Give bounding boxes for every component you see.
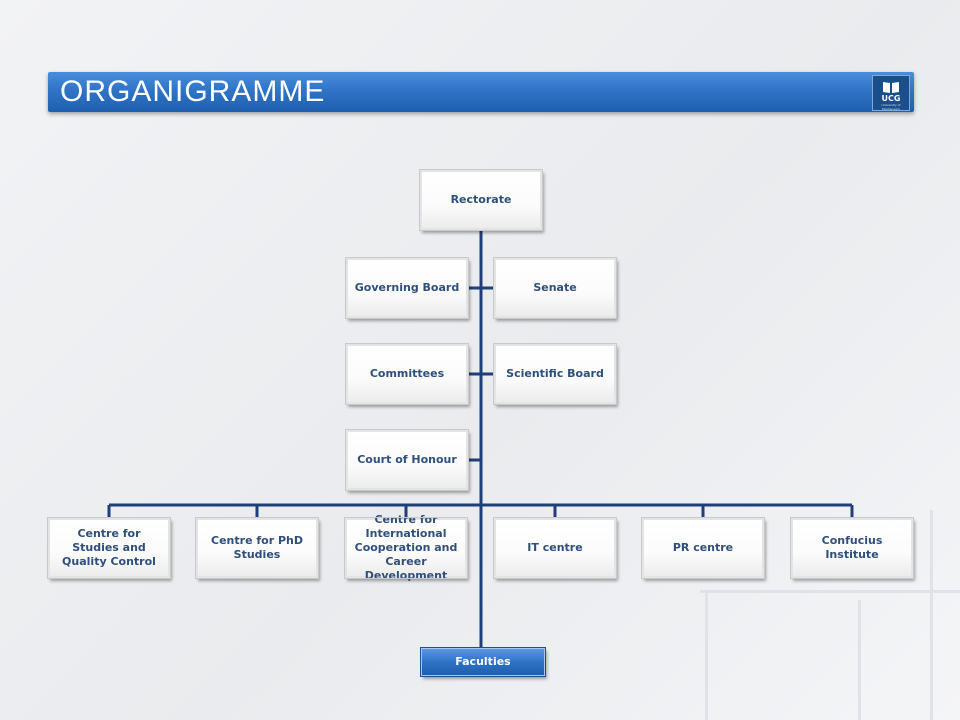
logo-subtext: University of Montenegro — [881, 103, 901, 111]
node-centre-studies-quality: Centre for Studies and Quality Control — [47, 517, 171, 579]
logo-text: UCG — [881, 94, 901, 103]
background-line — [705, 590, 708, 720]
node-court-of-honour: Court of Honour — [345, 429, 469, 491]
node-governing-board: Governing Board — [345, 257, 469, 319]
node-scientific-board: Scientific Board — [493, 343, 617, 405]
background-line — [700, 590, 960, 593]
node-centre-international: Centre for International Cooperation and… — [344, 513, 468, 582]
university-logo: UCG University of Montenegro — [872, 75, 910, 111]
node-rectorate: Rectorate — [419, 169, 543, 231]
node-pr-centre: PR centre — [641, 517, 765, 579]
title-bar: ORGANIGRAMME UCG University of Montenegr… — [48, 72, 914, 112]
node-faculties: Faculties — [420, 647, 546, 677]
node-centre-phd: Centre for PhD Studies — [195, 517, 319, 579]
node-it-centre: IT centre — [493, 517, 617, 579]
book-icon — [883, 82, 899, 93]
background-line — [858, 600, 861, 720]
background-line — [930, 510, 933, 720]
node-senate: Senate — [493, 257, 617, 319]
page-title: ORGANIGRAMME — [60, 75, 326, 108]
node-confucius-institute: Confucius Institute — [790, 517, 914, 579]
node-committees: Committees — [345, 343, 469, 405]
